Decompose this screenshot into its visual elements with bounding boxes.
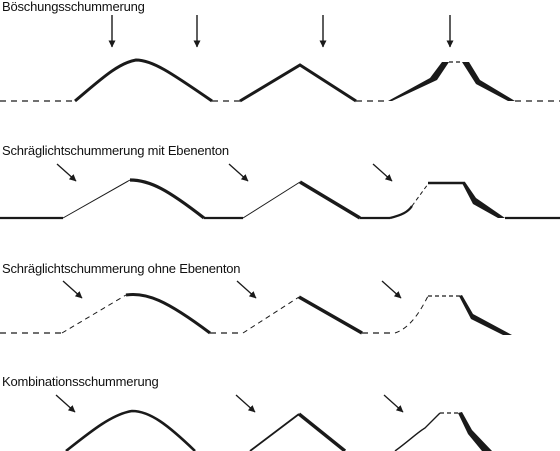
panel-kombination [55,394,492,451]
panel-title-boeschung: Böschungsschummerung [2,0,145,14]
oblique-light-arrow-icon [55,394,76,413]
oblique-light-arrow-icon [372,163,393,182]
oblique-light-arrow-icon [62,280,83,299]
panel-title-schraeglicht-mit-ebenenton: Schräglichtschummerung mit Ebenenton [2,143,229,158]
rounded-hill-shaded [129,178,205,220]
panel-title-kombination: Kombinationsschummerung [2,374,159,389]
plateau-hill-lit [394,412,441,451]
panel-schraeglicht-ohne-ebenenton [0,280,512,335]
panel-schraeglicht-mit-ebenenton [0,163,560,220]
plateau-hill-lit-dashed [394,295,429,334]
plateau-hill-shade [459,295,512,335]
plateau-hill-lit [389,205,413,220]
peaked-hill-shaded [299,180,361,220]
rounded-hill-lit [62,179,131,219]
plateau-hill-shade [462,182,505,218]
oblique-light-arrow-icon [56,163,77,182]
oblique-light-arrow-icon [383,394,404,413]
panel-title-schraeglicht-ohne-ebenenton: Schräglichtschummerung ohne Ebenenton [2,261,241,276]
peaked-hill-lit [249,413,300,451]
plateau-hill-shade [458,412,492,451]
rounded-hill-lit-dashed [61,294,127,334]
peaked-hill-profile [239,63,357,103]
rounded-hill-profile [74,58,213,103]
plateau-hill-lit-dashed [411,183,429,207]
plateau-hill-shade [462,62,515,101]
peaked-hill-lit-dashed [242,296,300,334]
rounded-hill-profile [65,409,196,451]
panel-boeschung [0,15,560,103]
peaked-hill-lit [242,181,301,219]
rounded-hill-shaded [125,292,211,335]
peaked-hill-shaded [298,295,363,335]
plateau-hill-shade [388,62,449,101]
oblique-light-arrow-icon [228,163,249,182]
oblique-light-arrow-icon [381,280,402,299]
oblique-light-arrow-icon [235,394,256,413]
peaked-hill-shaded [297,412,347,451]
oblique-light-arrow-icon [236,280,257,299]
